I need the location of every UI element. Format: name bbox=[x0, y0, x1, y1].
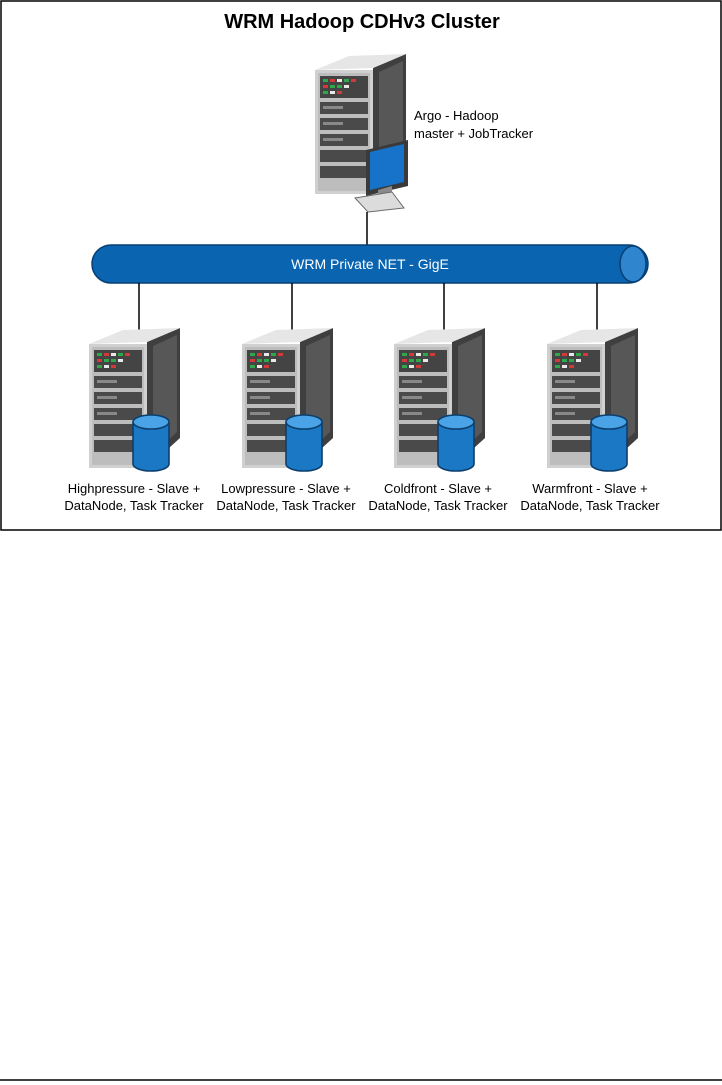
slave-label-line2: DataNode, Task Tracker bbox=[368, 498, 508, 513]
database-icon bbox=[132, 414, 170, 472]
slave-label-line1: Warmfront - Slave + bbox=[532, 481, 647, 496]
master-label-line2: master + JobTracker bbox=[414, 126, 534, 141]
slave-node-warmfront bbox=[547, 328, 638, 472]
database-icon bbox=[590, 414, 628, 472]
slave-node-coldfront bbox=[394, 328, 485, 472]
database-icon bbox=[437, 414, 475, 472]
slave-node-lowpressure bbox=[242, 328, 333, 472]
slave-label-line2: DataNode, Task Tracker bbox=[64, 498, 204, 513]
slave-label-line1: Highpressure - Slave + bbox=[68, 481, 201, 496]
network-label: WRM Private NET - GigE bbox=[291, 256, 449, 272]
monitor-icon bbox=[353, 140, 408, 213]
slave-label-line1: Coldfront - Slave + bbox=[384, 481, 492, 496]
network-bus bbox=[91, 244, 649, 284]
slave-label-line2: DataNode, Task Tracker bbox=[216, 498, 356, 513]
slave-node-highpressure bbox=[89, 328, 180, 472]
database-icon bbox=[285, 414, 323, 472]
master-label-line1: Argo - Hadoop bbox=[414, 108, 499, 123]
diagram-title: WRM Hadoop CDHv3 Cluster bbox=[224, 11, 500, 33]
slave-label-line1: Lowpressure - Slave + bbox=[221, 481, 351, 496]
slave-label-line2: DataNode, Task Tracker bbox=[520, 498, 660, 513]
